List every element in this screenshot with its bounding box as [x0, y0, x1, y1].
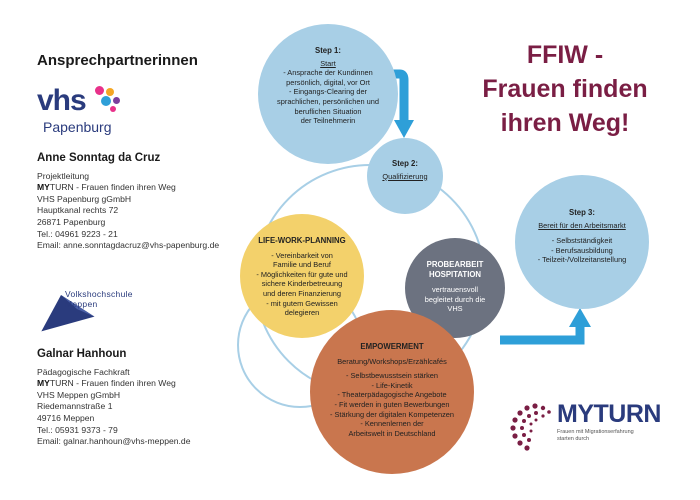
- meppen-logo-mark: [40, 295, 96, 333]
- step1-circle: [258, 24, 398, 164]
- myturn-logo: MYTURN Frauen mit Migrationserfahrung st…: [505, 398, 685, 458]
- arrow-step1-to-step2: [392, 69, 409, 122]
- contact-name: Galnar Hanhoun: [37, 348, 127, 360]
- arrow-head-down: [394, 120, 414, 138]
- contact-org: VHS Papenburg gGmbH: [37, 193, 132, 204]
- step1-text: Step 1: Start - Ansprache der Kundinnen …: [277, 46, 379, 126]
- logo-dot: [106, 88, 114, 96]
- arrow-head-up: [569, 308, 591, 327]
- step2-text: Step 2: Qualifizierung: [382, 159, 428, 181]
- contact-card-2: Galnar Hanhoun Pädagogische Fachkraft MY…: [37, 348, 191, 448]
- vhs-meppen-logo: Volkshochschule Meppen: [37, 287, 133, 337]
- contact-role: Projektleitung: [37, 170, 90, 181]
- myturn-logo-mark: [510, 403, 551, 451]
- vhs-logo-subtitle: Papenburg: [43, 119, 112, 135]
- contact-name: Anne Sonntag da Cruz: [37, 152, 161, 164]
- empower-circle: [310, 310, 474, 474]
- step2-circle: [367, 138, 443, 214]
- myturn-logo-tagline: Frauen mit Migrationserfahrung starten d…: [557, 429, 634, 442]
- contact-org: VHS Meppen gGmbH: [37, 389, 121, 400]
- contact-city: 49716 Meppen: [37, 412, 95, 423]
- contact-city: 26871 Papenburg: [37, 216, 106, 227]
- page-title: FFIW - Frauen finden ihren Weg!: [482, 41, 648, 137]
- contact-street: Riedemannstraße 1: [37, 401, 113, 412]
- probe-text: PROBEARBEIT HOSPITATION vertrauensvoll b…: [424, 260, 486, 314]
- meppen-logo-text: Volkshochschule Meppen: [65, 289, 133, 309]
- contact-project: MYTURN - Frauen finden ihren Weg: [37, 182, 176, 193]
- contact-email[interactable]: Email: anne.sonntagdacruz@vhs-papenburg.…: [37, 240, 220, 251]
- myturn-logo-word: MYTURN: [557, 400, 661, 428]
- contact-card-1: Anne Sonntag da Cruz Projektleitung MYTU…: [37, 152, 220, 252]
- lifework-text: LIFE-WORK-PLANNING - Vereinbarkeit von F…: [256, 236, 348, 318]
- logo-dot: [113, 97, 120, 104]
- vhs-papenburg-logo: vhs Papenburg: [37, 84, 147, 140]
- contact-role: Pädagogische Fachkraft: [37, 366, 130, 377]
- contact-phone[interactable]: Tel.: 05931 9373 - 79: [37, 424, 118, 435]
- empower-text: EMPOWERMENT Beratung/Workshops/Erzählcaf…: [329, 342, 455, 438]
- arrow-to-step3: [500, 325, 585, 345]
- step3-circle: [515, 175, 649, 309]
- logo-dot: [95, 86, 104, 95]
- logo-dot: [110, 106, 116, 112]
- vhs-logo-word: vhs: [37, 84, 87, 117]
- contacts-heading: Ansprechpartnerinnen: [37, 52, 198, 69]
- lifework-circle: [240, 214, 364, 338]
- logo-dot: [101, 96, 111, 106]
- contact-phone[interactable]: Tel.: 04961 9223 - 21: [37, 228, 118, 239]
- contact-street: Hauptkanal rechts 72: [37, 205, 119, 216]
- step3-text: Step 3: Bereit für den Arbeitsmarkt - Se…: [537, 208, 627, 265]
- contact-project: MYTURN - Frauen finden ihren Weg: [37, 378, 176, 389]
- probe-circle: [405, 238, 505, 338]
- contact-email[interactable]: Email: galnar.hanhoun@vhs-meppen.de: [37, 436, 191, 447]
